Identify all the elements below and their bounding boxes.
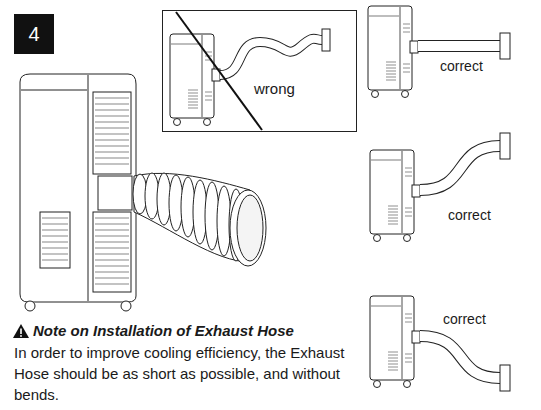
- air-conditioner: [20, 74, 136, 311]
- correct-example: [370, 133, 510, 242]
- correct-label: correct: [443, 311, 486, 327]
- example-panel: wrong: [162, 10, 357, 132]
- note-heading: Note on Installation of Exhaust Hose: [33, 322, 294, 339]
- step-number: 4: [14, 14, 54, 54]
- correct-example: [368, 6, 510, 98]
- correct-example: [370, 296, 510, 391]
- note-body: In order to improve cooling efficiency, …: [14, 342, 362, 405]
- example-label: wrong: [254, 80, 295, 97]
- exhaust-hose: [133, 173, 266, 266]
- correct-label: correct: [440, 58, 483, 74]
- step-number-text: 4: [28, 23, 39, 46]
- warning-icon: [13, 324, 29, 338]
- wrong-example: [170, 12, 330, 130]
- correct-label: correct: [448, 207, 491, 223]
